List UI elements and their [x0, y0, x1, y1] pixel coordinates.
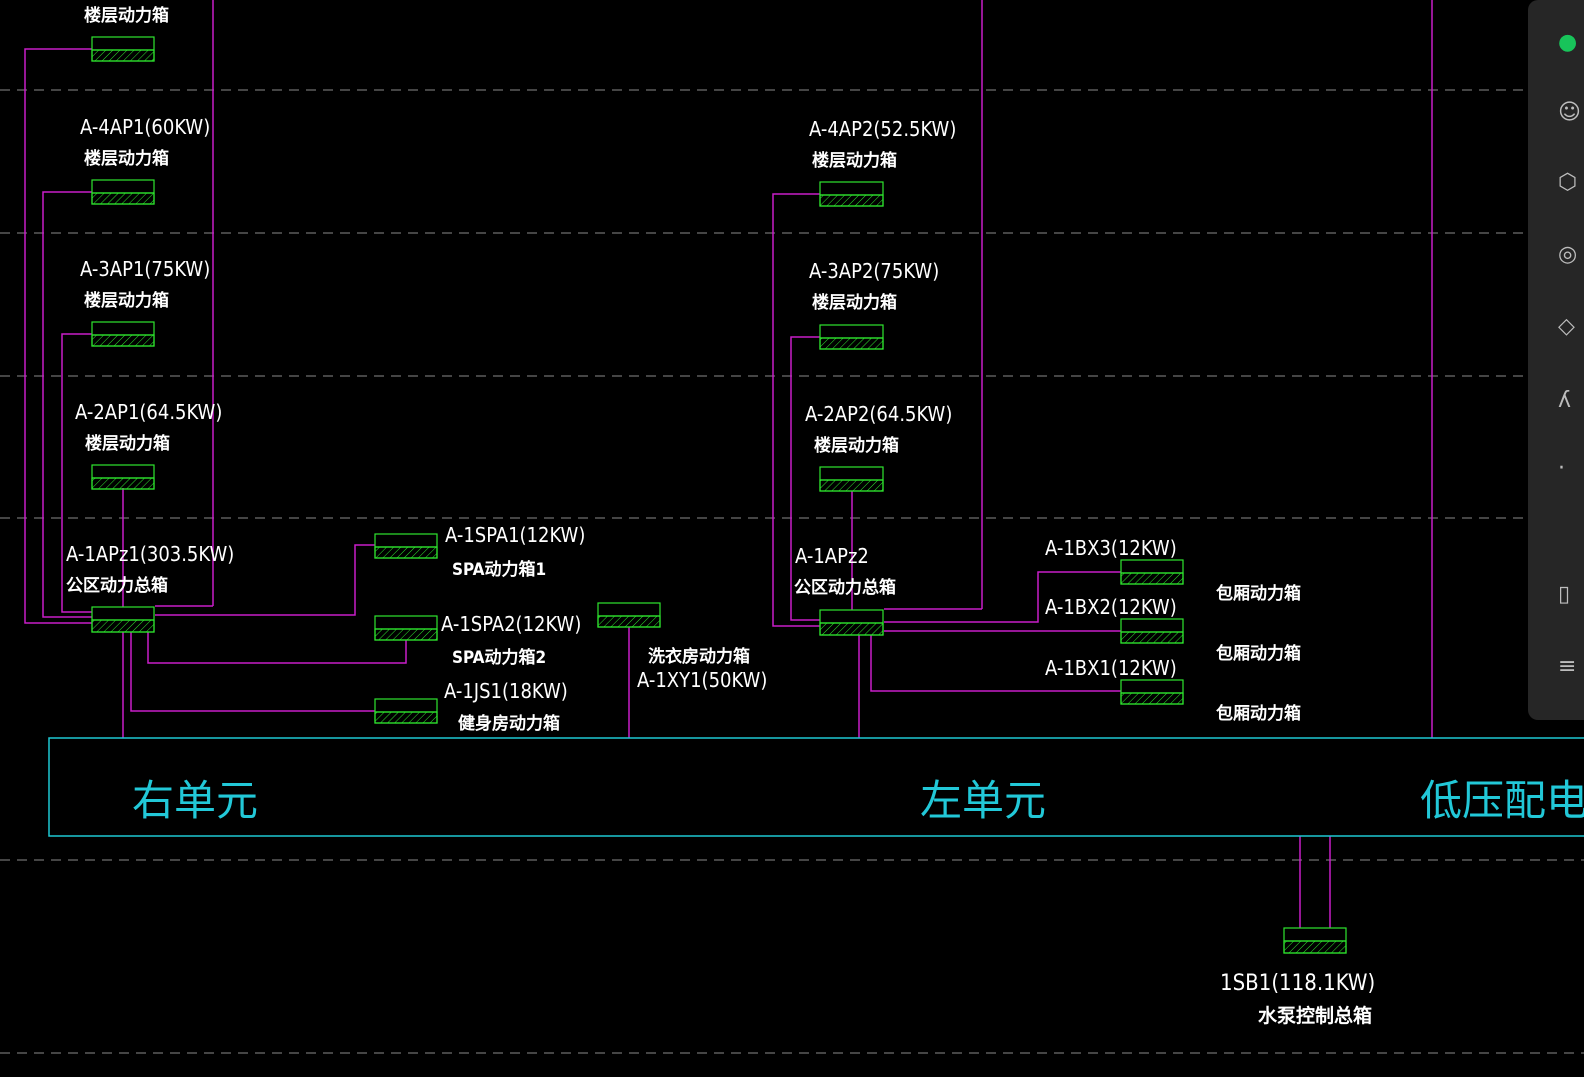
label-a1bx3-id: A-1BX3(12KW) — [1045, 536, 1177, 560]
label-left-unit: 左单元 — [920, 776, 1046, 825]
box-symbol-a4ap1[interactable] — [91, 179, 155, 205]
chat-bubble-icon[interactable]: ● — [1558, 30, 1578, 55]
box-symbol-top[interactable] — [91, 36, 155, 62]
box-symbol-a2ap2[interactable] — [819, 466, 884, 492]
label-right-unit: 右单元 — [132, 776, 258, 825]
label-a4ap1-desc: 楼层动力箱 — [84, 148, 169, 169]
label-a1apz1-id: A-1APz1(303.5KW) — [66, 542, 234, 566]
label-a1js1-id: A-1JS1(18KW) — [444, 679, 568, 703]
label-a1spa2-id: A-1SPA2(12KW) — [441, 612, 581, 636]
label-a1bx3-desc: 包厢动力箱 — [1216, 583, 1301, 604]
label-a3ap1-id: A-3AP1(75KW) — [80, 257, 210, 281]
box-symbol-a1bx1[interactable] — [1120, 679, 1184, 705]
globe-icon[interactable]: ◎ — [1558, 242, 1578, 267]
label-a1apz2-id: A-1APz2 — [795, 544, 869, 568]
label-a2ap2-id: A-2AP2(64.5KW) — [805, 402, 952, 426]
label-a3ap1-desc: 楼层动力箱 — [84, 290, 169, 311]
label-a2ap2-desc: 楼层动力箱 — [814, 435, 899, 456]
label-a2ap1-desc: 楼层动力箱 — [85, 433, 170, 454]
label-lv-cabinet: 低压配电柜 — [1420, 776, 1584, 825]
document-icon[interactable]: ▯ — [1558, 582, 1571, 607]
box-symbol-sb1[interactable] — [1283, 927, 1347, 954]
box-symbol-a2ap1[interactable] — [91, 464, 155, 490]
box-symbol-a1xy1[interactable] — [597, 602, 661, 628]
translate-icon[interactable]: ʎ — [1558, 388, 1572, 413]
label-a2ap1-id: A-2AP1(64.5KW) — [75, 400, 222, 424]
label-a1spa1-id: A-1SPA1(12KW) — [445, 523, 585, 547]
label-a4ap2-id: A-4AP2(52.5KW) — [809, 117, 956, 141]
cube-icon[interactable]: ⬡ — [1558, 170, 1578, 195]
box-symbol-a1bx3[interactable] — [1120, 559, 1184, 585]
box-symbol-a3ap2[interactable] — [819, 324, 884, 350]
box-symbol-a4ap2[interactable] — [819, 181, 884, 207]
box-symbol-a1apz1[interactable] — [91, 606, 155, 633]
label-a1bx2-desc: 包厢动力箱 — [1216, 643, 1301, 664]
label-a1spa2-desc: SPA动力箱2 — [452, 647, 546, 668]
label-a4ap2-desc: 楼层动力箱 — [812, 150, 897, 171]
label-sb1-desc: 水泵控制总箱 — [1258, 1004, 1372, 1027]
label-a4ap1-id: A-4AP1(60KW) — [80, 115, 210, 139]
box-symbol-a1bx2[interactable] — [1120, 618, 1184, 644]
caption-top-clipped: 楼层动力箱 — [84, 5, 169, 26]
box-symbol-a3ap1[interactable] — [91, 321, 155, 347]
box-symbol-a1js1[interactable] — [374, 698, 438, 724]
label-a1spa1-desc: SPA动力箱1 — [452, 559, 546, 580]
box-symbol-a1apz2[interactable] — [819, 609, 884, 636]
label-a3ap2-id: A-3AP2(75KW) — [809, 259, 939, 283]
user-icon[interactable]: ☺ — [1558, 100, 1581, 125]
box-symbol-a1spa2[interactable] — [374, 615, 438, 641]
label-a3ap2-desc: 楼层动力箱 — [812, 292, 897, 313]
label-a1js1-desc: 健身房动力箱 — [458, 713, 560, 734]
dot-icon[interactable]: · — [1558, 456, 1565, 481]
menu-icon[interactable]: ≡ — [1558, 654, 1577, 679]
shield-icon[interactable]: ◇ — [1558, 314, 1575, 339]
label-a1bx1-id: A-1BX1(12KW) — [1045, 656, 1177, 680]
label-a1xy1-id: A-1XY1(50KW) — [637, 668, 767, 692]
label-a1xy1-desc: 洗衣房动力箱 — [648, 646, 750, 667]
grid-lines — [0, 89, 1584, 1054]
label-a1bx1-desc: 包厢动力箱 — [1216, 703, 1301, 724]
box-symbol-a1spa1[interactable] — [374, 533, 438, 559]
label-sb1-id: 1SB1(118.1KW) — [1220, 971, 1375, 996]
side-tool-panel: ● ☺ ⬡ ◎ ◇ ʎ · ▯ ≡ — [1528, 0, 1584, 720]
label-a1bx2-id: A-1BX2(12KW) — [1045, 595, 1177, 619]
label-a1apz1-desc: 公区动力总箱 — [66, 575, 168, 596]
main-bus-bar[interactable] — [48, 737, 1584, 837]
labels: 楼层动力箱 A-4AP1(60KW) 楼层动力箱 A-3AP1(75KW) 楼层… — [66, 5, 1584, 1027]
wiring — [24, 0, 1433, 928]
label-a1apz2-desc: 公区动力总箱 — [794, 577, 896, 598]
